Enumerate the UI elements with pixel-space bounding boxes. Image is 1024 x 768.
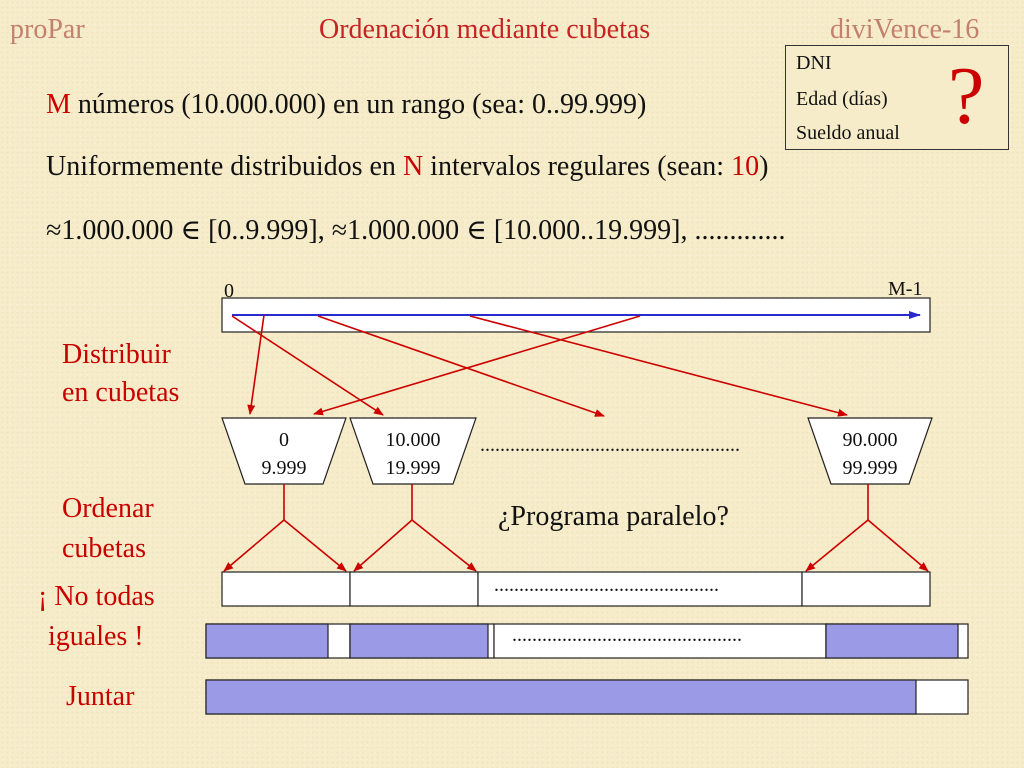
slide-title: Ordenación mediante cubetas: [319, 14, 651, 45]
header-right: diviVence-16: [830, 14, 980, 45]
symbol-n: N: [402, 151, 424, 182]
distribution-arrow: [313, 315, 641, 416]
bucket-2-high: 99.999: [842, 457, 898, 479]
parallel-question: ¿Programa paralelo?: [498, 501, 729, 532]
header-left: proPar: [10, 14, 85, 45]
question-mark: ?: [948, 50, 985, 141]
bucket-0-low: 0: [279, 429, 289, 451]
info-box: DNI Edad (días) Sueldo anual ?: [785, 45, 1009, 150]
distribution-arrow: [231, 315, 384, 416]
unequal-bucket-middle: [493, 623, 827, 659]
distribution-arrow: [317, 315, 605, 417]
distribution-arrow: [469, 315, 848, 417]
sorted-bucket-0: [221, 571, 351, 607]
sorted-bucket-middle: [477, 571, 803, 607]
bucket-0: [221, 417, 347, 485]
bucket-0-high: 9.999: [261, 457, 307, 479]
unequal-fill-0: [205, 623, 329, 659]
info-item-dni: DNI: [796, 52, 832, 74]
bucket-dots: ........................................…: [480, 434, 740, 456]
bucket-1-high: 19.999: [385, 457, 441, 479]
line2-text-c: ): [759, 151, 769, 182]
bucket-1: [349, 417, 477, 485]
unequal-fill-1: [349, 623, 489, 659]
sort-arrow: [353, 519, 413, 572]
array-end-label: M-1: [888, 278, 923, 300]
unequal-fill-2: [825, 623, 959, 659]
statement-line-1: M números (10.000.000) en un rango (sea:…: [46, 88, 646, 122]
unequal-label-1: ¡ No todas: [38, 581, 155, 612]
array-start-label: 0: [224, 280, 234, 302]
unequal-label-2: iguales !: [48, 621, 144, 652]
joined-fill: [205, 679, 917, 715]
sort-label-2: cubetas: [62, 533, 146, 564]
statement-line-2: Uniformemente distribuidos en N interval…: [46, 150, 768, 184]
sort-arrow: [283, 519, 347, 572]
interval-count: 10: [731, 151, 760, 182]
sort-label-1: Ordenar: [62, 493, 154, 524]
line2-text-b: intervalos regulares (sean:: [423, 151, 732, 182]
sort-arrow: [867, 519, 929, 572]
sort-arrow: [223, 519, 285, 572]
sort-arrow: [805, 519, 869, 572]
sorted-bucket-1: [349, 571, 479, 607]
info-item-age: Edad (días): [796, 88, 888, 110]
sorted-bucket-2: [801, 571, 931, 607]
info-item-salary: Sueldo anual: [796, 122, 900, 144]
sorted-dots: ........................................…: [494, 574, 719, 596]
symbol-m: M: [46, 89, 71, 120]
distribute-label-2: en cubetas: [62, 377, 180, 408]
statement-line-3: ≈1.000.000 ∈ [0..9.999], ≈1.000.000 ∈ [1…: [46, 215, 786, 246]
unequal-dots: ........................................…: [512, 624, 742, 646]
bucket-1-low: 10.000: [385, 429, 441, 451]
sort-arrow: [411, 519, 477, 572]
line2-text-a: Uniformemente distribuidos en: [46, 151, 403, 182]
bucket-2-low: 90.000: [842, 429, 898, 451]
join-label: Juntar: [66, 681, 135, 712]
bucket-2: [807, 417, 933, 485]
distribute-label-1: Distribuir: [62, 339, 171, 370]
distribution-arrow: [247, 314, 265, 415]
line1-text: números (10.000.000) en un rango (sea: 0…: [70, 89, 647, 120]
